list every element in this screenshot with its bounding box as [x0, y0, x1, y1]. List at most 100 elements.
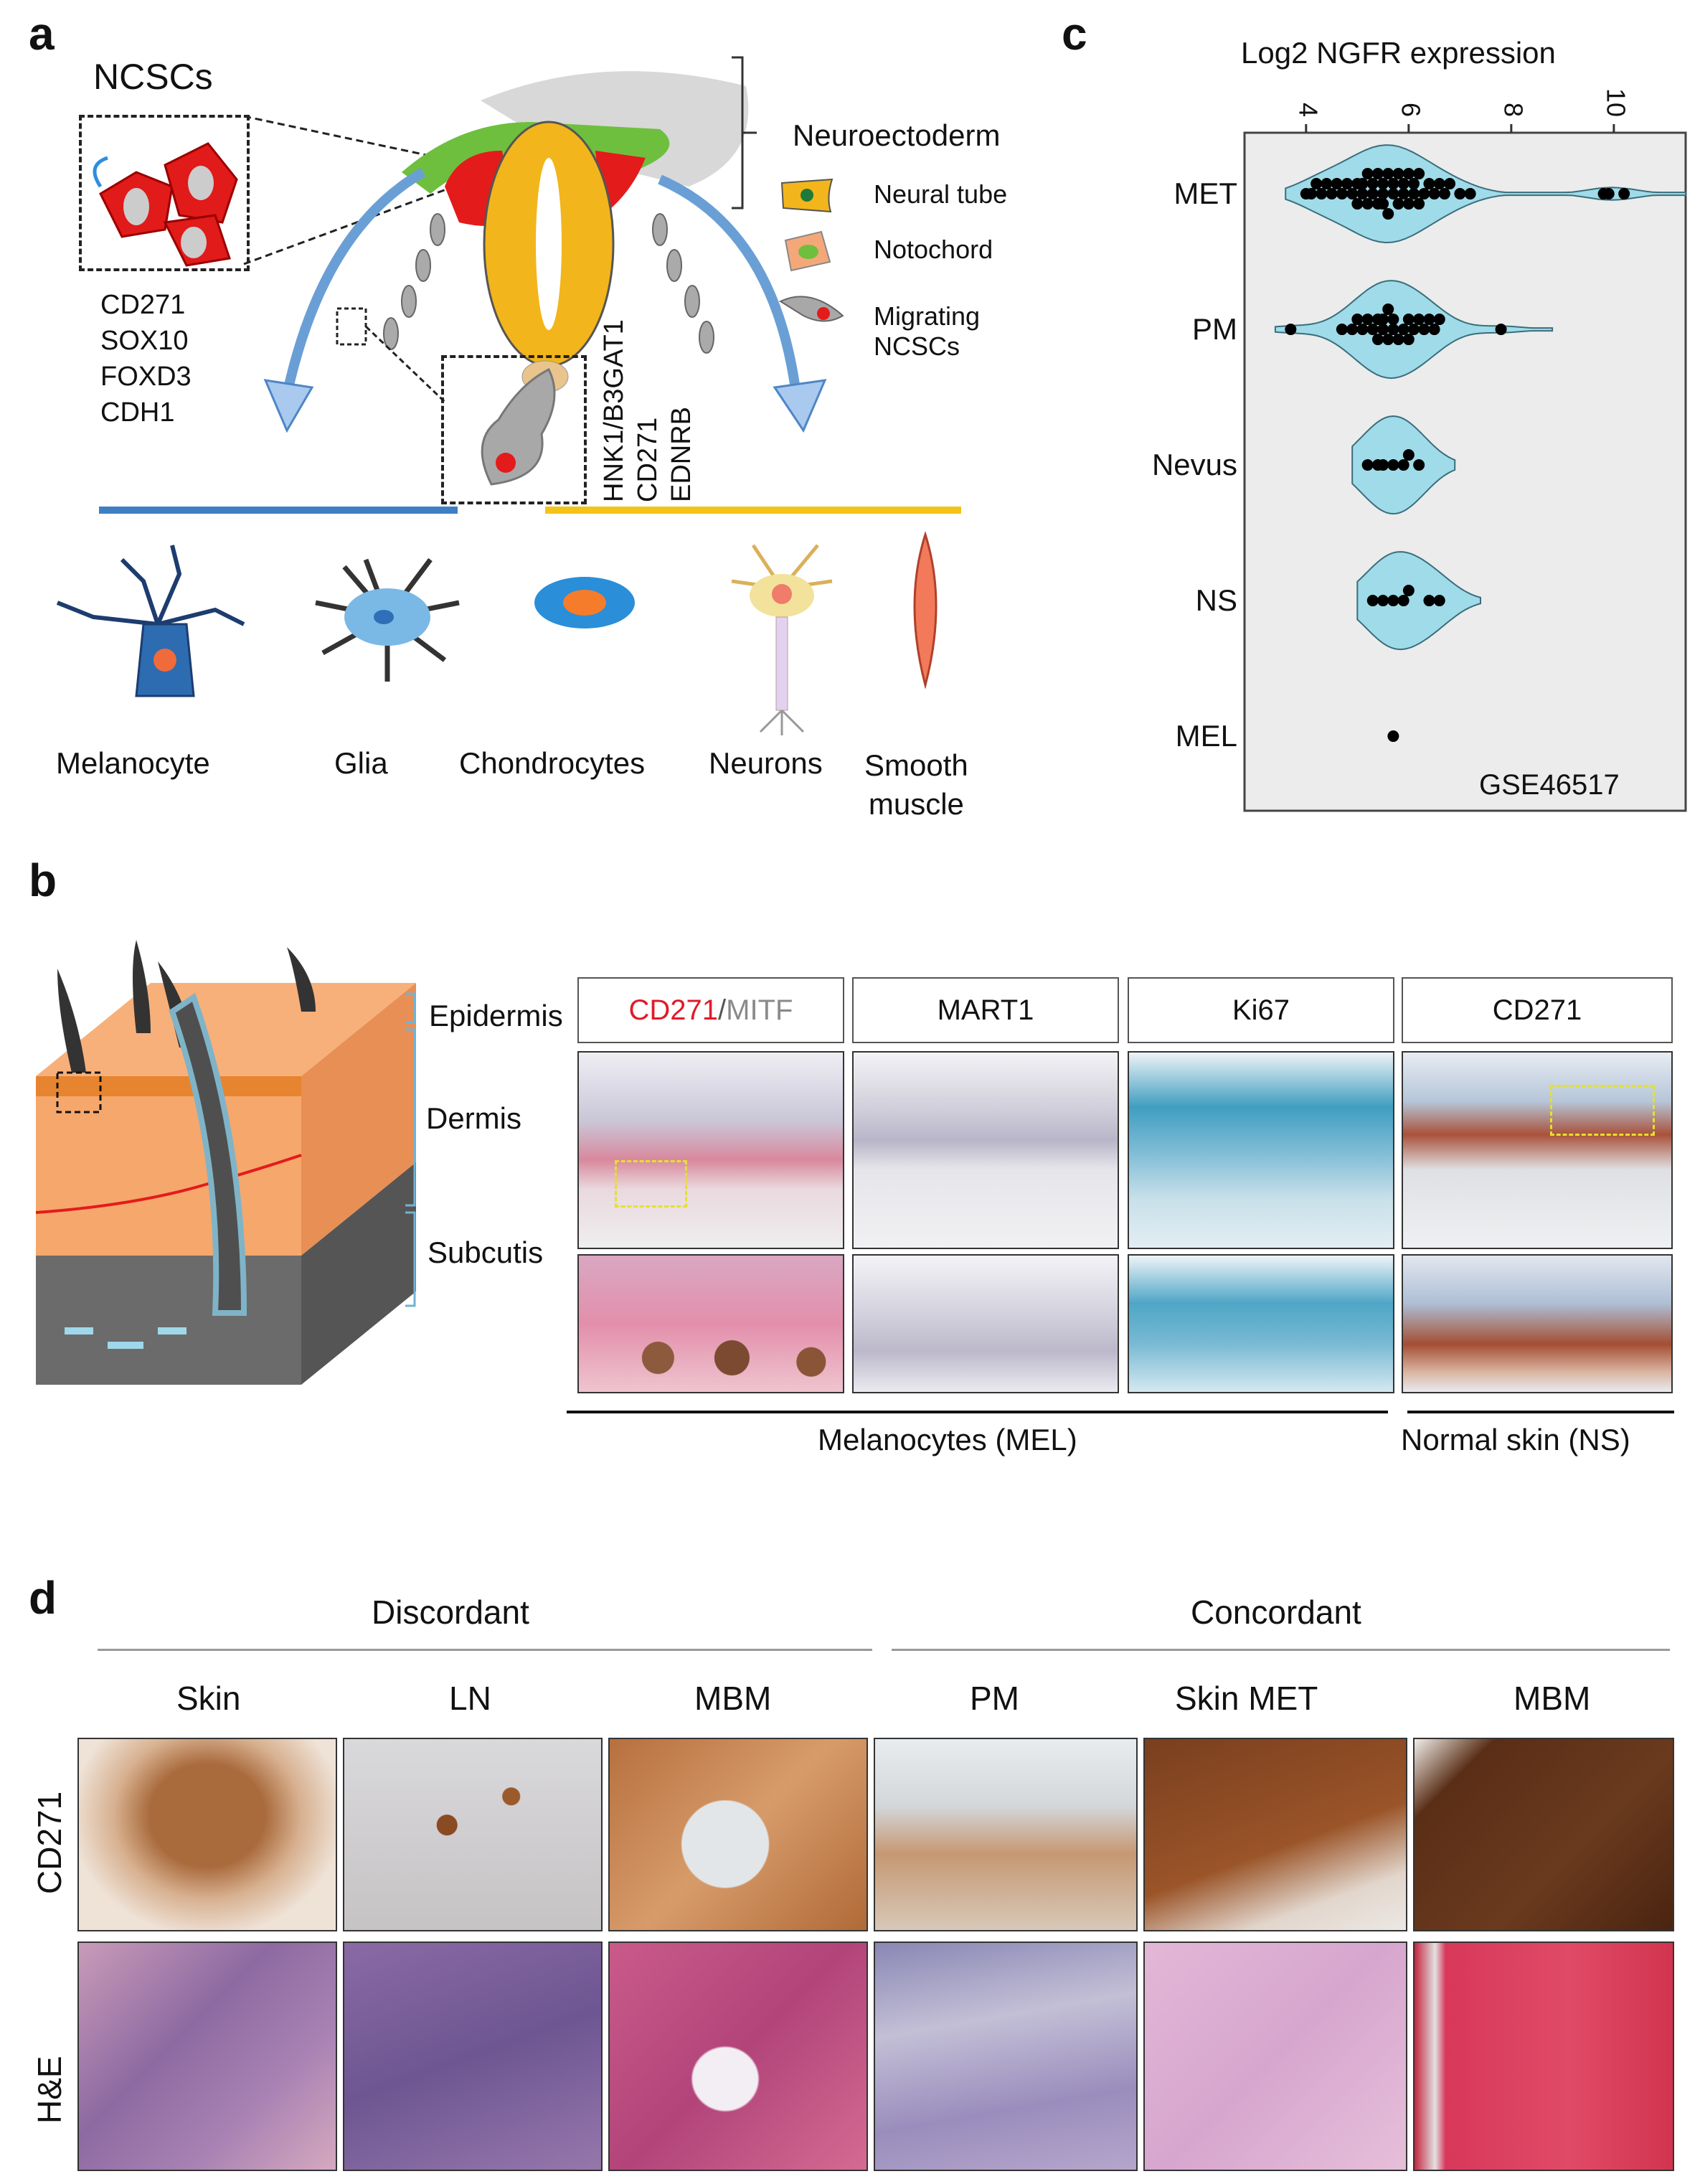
data-point	[1418, 324, 1430, 336]
data-point	[1382, 208, 1394, 220]
micrograph-d-cd271-skin-met	[1143, 1738, 1407, 1931]
x-tick-label: 4	[1293, 103, 1323, 117]
data-point	[1371, 334, 1384, 346]
col-header-pm: PM	[970, 1680, 1019, 1717]
data-point	[1407, 178, 1420, 190]
group-line-concordant	[892, 1649, 1670, 1651]
data-point	[1397, 324, 1409, 336]
ncsc-zoom-box	[79, 115, 250, 271]
data-point	[1413, 314, 1425, 326]
row-label-cd271: CD271	[31, 1791, 68, 1894]
data-point	[1402, 334, 1415, 346]
cell-type-smooth-muscle: Smooth muscle	[864, 748, 968, 821]
data-point	[1336, 324, 1348, 336]
data-point	[1377, 324, 1389, 336]
micrograph-d-he-skin	[77, 1941, 337, 2171]
data-point	[1366, 324, 1379, 336]
data-point	[1351, 314, 1364, 326]
cell-type-neurons: Neurons	[709, 746, 823, 780]
data-point	[1382, 334, 1394, 346]
layer-dermis: Dermis	[426, 1101, 521, 1135]
data-point	[1428, 188, 1440, 200]
roi-box	[1550, 1085, 1655, 1136]
data-point	[1361, 459, 1374, 471]
migrating-marker-1: HNK1/B3GAT1	[599, 319, 629, 502]
panel-label-b: b	[29, 855, 57, 906]
legend-migrating-ncscs-text: Migrating NCSCs	[874, 301, 981, 361]
category-label: MEL	[1176, 719, 1237, 753]
micrograph-cd271-ns-high	[1402, 1254, 1673, 1393]
data-point	[1377, 314, 1389, 326]
group-label-mel: Melanocytes (MEL)	[818, 1423, 1077, 1456]
panel-label-a: a	[29, 8, 55, 60]
stain-sep: /	[718, 994, 727, 1026]
stain-header-mart1: MART1	[852, 977, 1119, 1043]
cell-type-melanocyte: Melanocyte	[56, 746, 210, 780]
category-label: PM	[1192, 312, 1237, 346]
data-point	[1371, 168, 1384, 180]
data-point	[1495, 324, 1507, 336]
ncsc-marker: CD271	[100, 290, 186, 320]
micrograph-ki67-high	[1128, 1254, 1394, 1393]
group-header-discordant: Discordant	[372, 1594, 529, 1631]
group-header-concordant: Concordant	[1191, 1594, 1361, 1631]
stain-header-cd271: CD271	[1402, 977, 1673, 1043]
layer-subcutis: Subcutis	[428, 1235, 544, 1269]
data-point	[1285, 324, 1297, 336]
data-point	[1356, 178, 1369, 190]
ncsc-marker: SOX10	[100, 326, 189, 356]
data-point	[1618, 188, 1630, 200]
micrograph-mart1-high	[852, 1254, 1119, 1393]
data-point	[1382, 168, 1394, 180]
data-point	[1402, 449, 1415, 461]
x-tick-label: 6	[1396, 103, 1425, 117]
migrating-marker-3: EDNRB	[666, 406, 696, 502]
data-point	[1402, 168, 1415, 180]
lineage-bar-yellow	[545, 507, 961, 514]
data-point	[1377, 188, 1389, 200]
data-point	[1366, 595, 1379, 607]
micrograph-cd271-mitf-low	[577, 1051, 844, 1249]
data-point	[1387, 314, 1399, 326]
group-label-ns: Normal skin (NS)	[1401, 1423, 1630, 1456]
data-point	[1305, 188, 1317, 200]
x-tick-label: 10	[1601, 88, 1630, 117]
stain-red-part: CD271	[628, 994, 719, 1026]
data-point	[1433, 314, 1445, 326]
data-point	[1402, 198, 1415, 210]
stain-header-ki67: Ki67	[1128, 977, 1394, 1043]
col-header-skin: Skin	[176, 1680, 241, 1717]
data-point	[1392, 334, 1404, 346]
data-point	[1387, 188, 1399, 200]
data-point	[1346, 188, 1359, 200]
ncsc-marker-list: CD271 SOX10 FOXD3 CDH1	[100, 287, 192, 430]
data-point	[1377, 595, 1389, 607]
melanocyte-icon	[56, 545, 245, 697]
micrograph-ki67-low	[1128, 1051, 1394, 1249]
group-line-discordant	[98, 1649, 872, 1651]
skin-cross-section-illustration	[35, 940, 416, 1385]
lineage-bar-blue	[99, 507, 458, 514]
skin-layer-brackets	[405, 992, 416, 1307]
data-point	[1377, 198, 1389, 210]
data-point	[1392, 198, 1404, 210]
data-point	[1397, 459, 1409, 471]
data-point	[1387, 459, 1399, 471]
category-label: NS	[1196, 583, 1237, 617]
data-point	[1397, 178, 1409, 190]
data-point	[1413, 168, 1425, 180]
data-point	[1423, 314, 1435, 326]
micrograph-cd271-ns-low	[1402, 1051, 1673, 1249]
micrograph-d-he-mbm	[608, 1941, 868, 2171]
data-point	[1387, 324, 1399, 336]
row-label-he: H&E	[31, 2056, 68, 2124]
data-point	[1341, 178, 1354, 190]
plot-area	[1243, 131, 1687, 812]
data-point	[1397, 595, 1409, 607]
micrograph-d-he-pm	[874, 1941, 1138, 2171]
group-line-ns	[1407, 1411, 1674, 1413]
micrograph-d-he-ln	[343, 1941, 603, 2171]
data-point	[1356, 188, 1369, 200]
neuron-icon	[731, 544, 833, 735]
data-point	[1444, 178, 1456, 190]
